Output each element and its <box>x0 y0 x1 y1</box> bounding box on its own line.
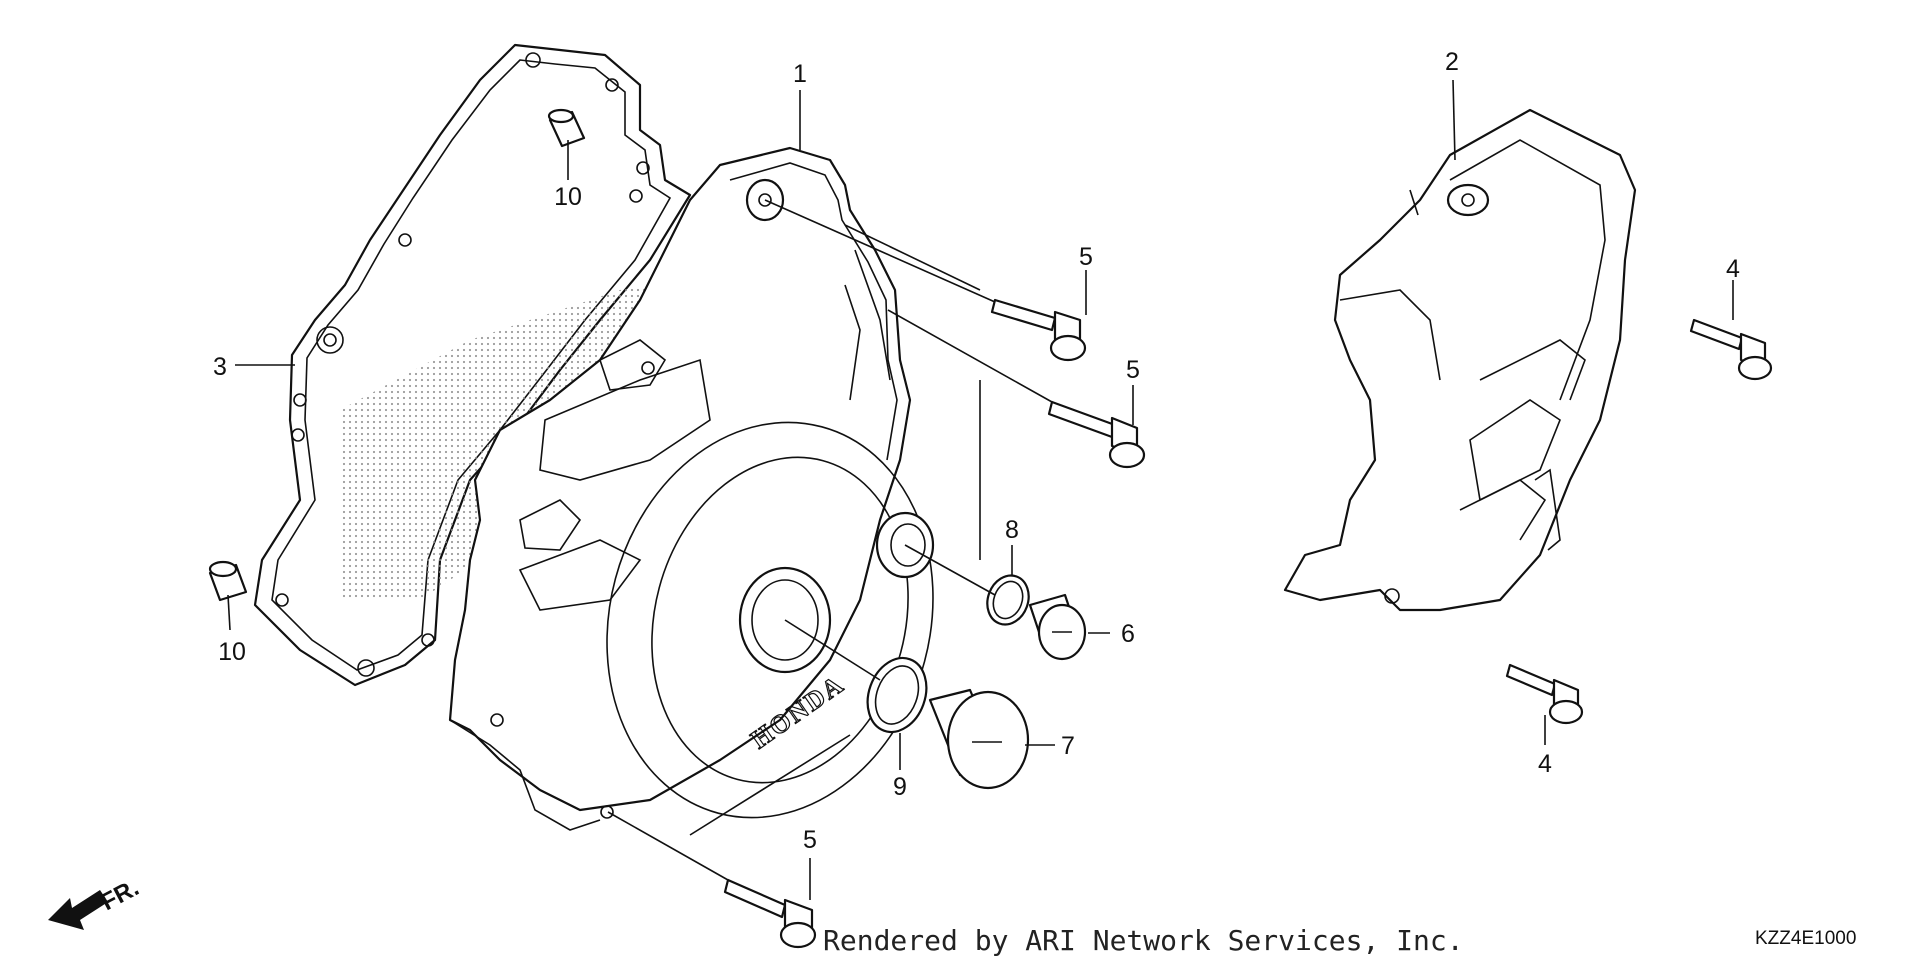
callout-leaders <box>227 79 1734 900</box>
bolt-sprocket-lower <box>1505 663 1584 725</box>
callout-5-lower: 5 <box>803 826 817 854</box>
diagram-code: KZZ4E1000 <box>1755 928 1856 949</box>
sprocket-cover <box>1283 108 1637 612</box>
callout-10-lower: 10 <box>218 638 246 666</box>
o-ring-large <box>866 656 928 734</box>
callout-4-lower: 4 <box>1538 750 1552 778</box>
plug-small <box>1028 593 1087 661</box>
dowel-pin-upper <box>547 108 586 148</box>
callout-7: 7 <box>1061 732 1075 760</box>
callout-1: 1 <box>793 60 807 88</box>
callout-3: 3 <box>213 353 227 381</box>
bolt-upper-left <box>990 298 1087 362</box>
o-ring-small <box>986 574 1030 626</box>
callout-5-upper: 5 <box>1079 243 1093 271</box>
bolt-sprocket-upper <box>1689 318 1773 381</box>
footer-credit: Rendered by ARI Network Services, Inc. <box>823 924 1464 957</box>
callout-4-upper: 4 <box>1726 255 1740 283</box>
callout-9: 9 <box>893 773 907 801</box>
assembly-guide-lines <box>607 199 1053 881</box>
plug-large <box>928 688 1030 790</box>
bolt-bottom <box>723 878 817 949</box>
callout-2: 2 <box>1445 48 1459 76</box>
left-crankcase-cover: HONDA <box>448 146 935 831</box>
front-direction-indicator: FR. <box>48 874 143 930</box>
callout-6: 6 <box>1121 620 1135 648</box>
callout-8: 8 <box>1005 516 1019 544</box>
callout-5-middle: 5 <box>1126 356 1140 384</box>
callout-10-upper: 10 <box>554 183 582 211</box>
dowel-pin-lower <box>208 560 248 602</box>
callout-labels: 1 2 3 4 4 5 5 5 6 7 8 9 10 10 <box>213 48 1740 854</box>
front-arrow-icon <box>48 890 108 930</box>
front-direction-label: FR. <box>97 874 144 916</box>
bolt-upper-right <box>1047 400 1146 469</box>
